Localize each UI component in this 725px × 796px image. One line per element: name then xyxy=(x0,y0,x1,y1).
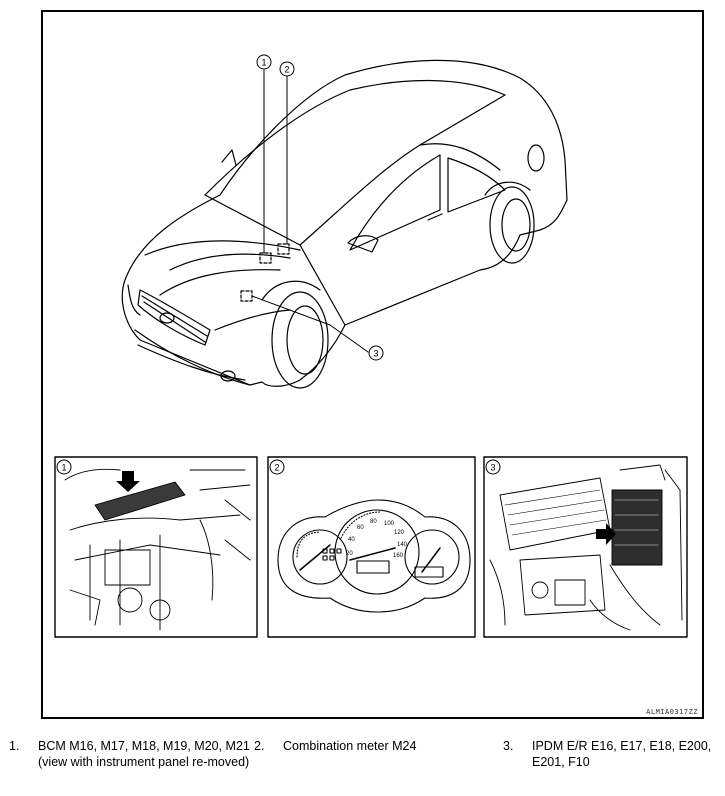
callout-circle-2 xyxy=(279,61,295,77)
detail-panel-1 xyxy=(54,456,258,638)
bcm-arrow-icon xyxy=(116,471,140,492)
legend-text: BCM M16, M17, M18, M19, M20, M21 (view w… xyxy=(38,739,250,769)
legend-number: 3. xyxy=(503,739,514,753)
speed-tick-40: 40 xyxy=(348,537,355,543)
speed-tick-60: 60 xyxy=(357,525,364,531)
speed-tick-20: 20 xyxy=(346,551,353,557)
panel-2-number: 2 xyxy=(274,463,279,473)
callout-number-2: 2 xyxy=(284,65,289,75)
figure-code: ALMIA0317ZZ xyxy=(646,708,698,716)
location-marker-3 xyxy=(240,290,253,302)
speed-tick-140: 140 xyxy=(397,542,408,548)
speed-tick-80: 80 xyxy=(370,519,377,525)
ipdm-arrow-icon xyxy=(596,523,616,545)
figure-frame: ALMIA0317ZZ xyxy=(41,10,704,719)
legend-text: Combination meter M24 xyxy=(283,739,417,753)
callout-circle-3 xyxy=(368,345,384,361)
speed-tick-160: 160 xyxy=(393,553,404,559)
callout-number-3: 3 xyxy=(373,349,378,359)
legend-number: 2. xyxy=(254,739,265,753)
legend-text: IPDM E/R E16, E17, E18, E200, E201, F10 xyxy=(532,739,712,769)
car-illustration xyxy=(121,59,568,389)
detail-panel-2 xyxy=(267,456,476,638)
panel-1-number: 1 xyxy=(61,463,66,473)
panel-3-number: 3 xyxy=(490,463,495,473)
location-marker-1 xyxy=(259,252,272,264)
combination-meter-illustration xyxy=(277,499,471,613)
speed-tick-100: 100 xyxy=(384,521,395,527)
callout-number-1: 1 xyxy=(261,58,266,68)
location-marker-2 xyxy=(277,243,290,255)
bcm-illustration xyxy=(64,468,251,631)
ipdm-illustration xyxy=(489,464,683,631)
detail-panel-3 xyxy=(483,456,688,638)
leader-line-3 xyxy=(251,295,369,353)
legend-number: 1. xyxy=(9,739,20,753)
callout-circle-1 xyxy=(256,54,272,70)
speed-tick-120: 120 xyxy=(394,530,405,536)
